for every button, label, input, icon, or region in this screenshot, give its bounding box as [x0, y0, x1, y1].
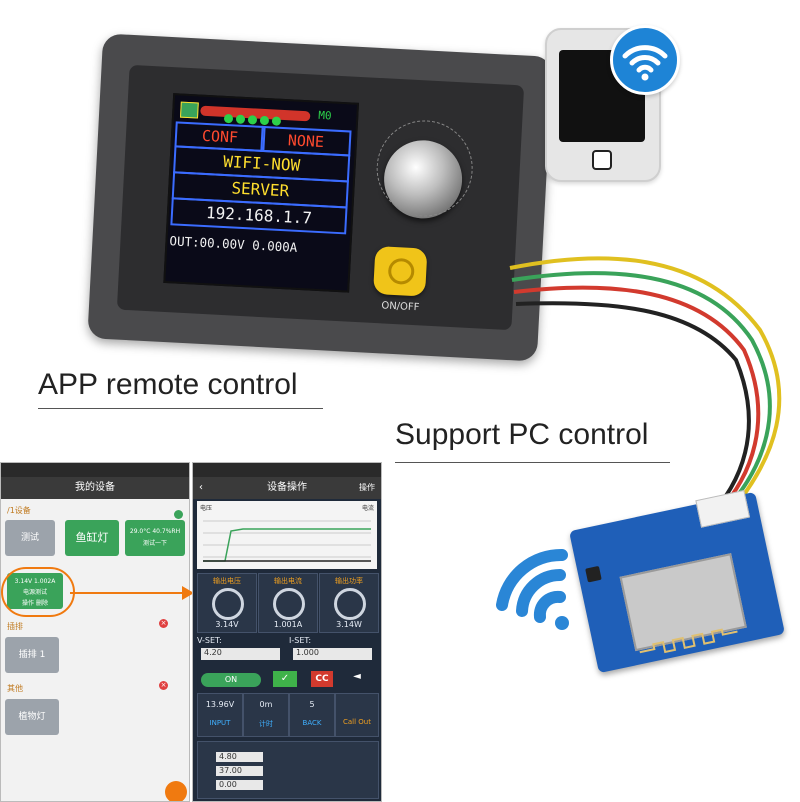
gauge-value: 3.14W	[336, 620, 362, 629]
setting-value[interactable]: 4.80	[216, 752, 263, 762]
gauge-dial	[334, 588, 366, 620]
gauge-dial	[273, 588, 305, 620]
home-button-icon	[592, 150, 612, 170]
status-bar	[1, 463, 189, 477]
tile-name: 测试一下	[142, 540, 167, 547]
setting-value[interactable]: 0.00	[216, 780, 263, 790]
pointer-arrow	[70, 592, 188, 594]
wifi-module-board	[569, 489, 785, 674]
wifi-signal-icon	[496, 548, 569, 630]
floating-add-button[interactable]	[165, 781, 187, 801]
online-check-icon	[174, 510, 183, 519]
readout-value: 5	[309, 700, 315, 709]
readout-value: 0m	[259, 700, 273, 709]
delete-button[interactable]: 删除	[35, 600, 48, 607]
setting-value[interactable]: 37.00	[216, 766, 263, 776]
voltage-current-chart: 电压 电流	[197, 501, 377, 569]
readout-label: 计时	[259, 720, 273, 728]
tile-reading: 29.0°C 40.7%RH	[129, 528, 181, 535]
app-title-bar: 我的设备	[1, 477, 189, 499]
caption-pc-underline	[395, 462, 670, 463]
status-bar	[193, 463, 381, 477]
readout-back[interactable]: 5 BACK	[289, 693, 335, 737]
wifi-badge-icon	[610, 25, 680, 95]
gauge-label: 输出电压	[213, 577, 241, 585]
cc-mode-button[interactable]: CC	[311, 671, 333, 687]
confirm-check-button[interactable]: ✓	[273, 671, 297, 687]
readout-call-out[interactable]: Call Out	[335, 693, 379, 737]
arrow-head-icon	[182, 586, 194, 600]
device-tile[interactable]: 29.0°C 40.7%RH 测试一下	[125, 520, 185, 556]
app-title-bar: ‹ 设备操作 操作	[193, 477, 381, 499]
device-tile[interactable]: 插排 1	[5, 637, 59, 673]
delete-icon[interactable]: ×	[159, 681, 168, 690]
chart-label-left: 电压	[200, 505, 213, 512]
caption-pc-control: Support PC control	[395, 418, 649, 451]
screen-title: 设备操作	[267, 482, 307, 493]
gauge-label: 输出电流	[274, 577, 302, 585]
gauge-output-power: 输出功率 3.14W	[319, 573, 379, 633]
readout-value: 13.96V	[205, 700, 235, 709]
vset-label: V-SET:	[197, 636, 222, 645]
iset-label: I-SET:	[289, 636, 312, 645]
reset-button	[585, 565, 602, 583]
gauge-value: 1.001A	[273, 620, 303, 629]
chart-plot	[203, 520, 371, 562]
device-tile[interactable]: 测试	[5, 520, 55, 556]
group-label: 其他	[7, 684, 23, 693]
app-device-list-screen: 我的设备 /1设备 测试 鱼缸灯 29.0°C 40.7%RH 测试一下 3.1…	[0, 462, 190, 802]
tile-name: 电源测试	[22, 589, 47, 596]
gauge-value: 3.14V	[215, 620, 239, 629]
device-tile[interactable]: 植物灯	[5, 699, 59, 735]
gauge-output-voltage: 输出电压 3.14V	[197, 573, 257, 633]
device-tile[interactable]: 鱼缸灯	[65, 520, 119, 556]
readout-label: BACK	[302, 719, 322, 727]
caption-app-remote: APP remote control	[38, 368, 298, 401]
group-label: 插排	[7, 622, 23, 631]
mute-icon[interactable]: ◄	[353, 671, 361, 682]
readout-input-voltage[interactable]: 13.96V INPUT	[197, 693, 243, 737]
tile-reading: 3.14V 1.002A	[14, 578, 56, 585]
back-icon[interactable]: ‹	[199, 482, 203, 493]
output-on-button[interactable]: ON	[201, 673, 261, 687]
readout-timer[interactable]: 0m 计时	[243, 693, 289, 737]
settings-table: 4.80 37.00 0.00	[197, 741, 379, 799]
readout-label: INPUT	[209, 719, 231, 727]
gauge-dial	[212, 588, 244, 620]
group-label: /1设备	[7, 506, 31, 515]
vset-input[interactable]: 4.20	[201, 648, 280, 660]
highlight-circle	[1, 567, 75, 617]
readout-label: Call Out	[343, 718, 371, 726]
caption-app-underline	[38, 408, 323, 409]
chart-label-right: 电流	[361, 505, 374, 512]
app-device-control-screen: ‹ 设备操作 操作 电压 电流 输出电压 3.14V 输出电流 1.001A 输…	[192, 462, 382, 802]
gauge-output-current: 输出电流 1.001A	[258, 573, 318, 633]
delete-icon[interactable]: ×	[159, 619, 168, 628]
iset-input[interactable]: 1.000	[293, 648, 372, 660]
operate-link[interactable]: 操作	[359, 483, 375, 492]
gauge-label: 输出功率	[335, 577, 363, 585]
pcb-antenna	[639, 628, 738, 654]
